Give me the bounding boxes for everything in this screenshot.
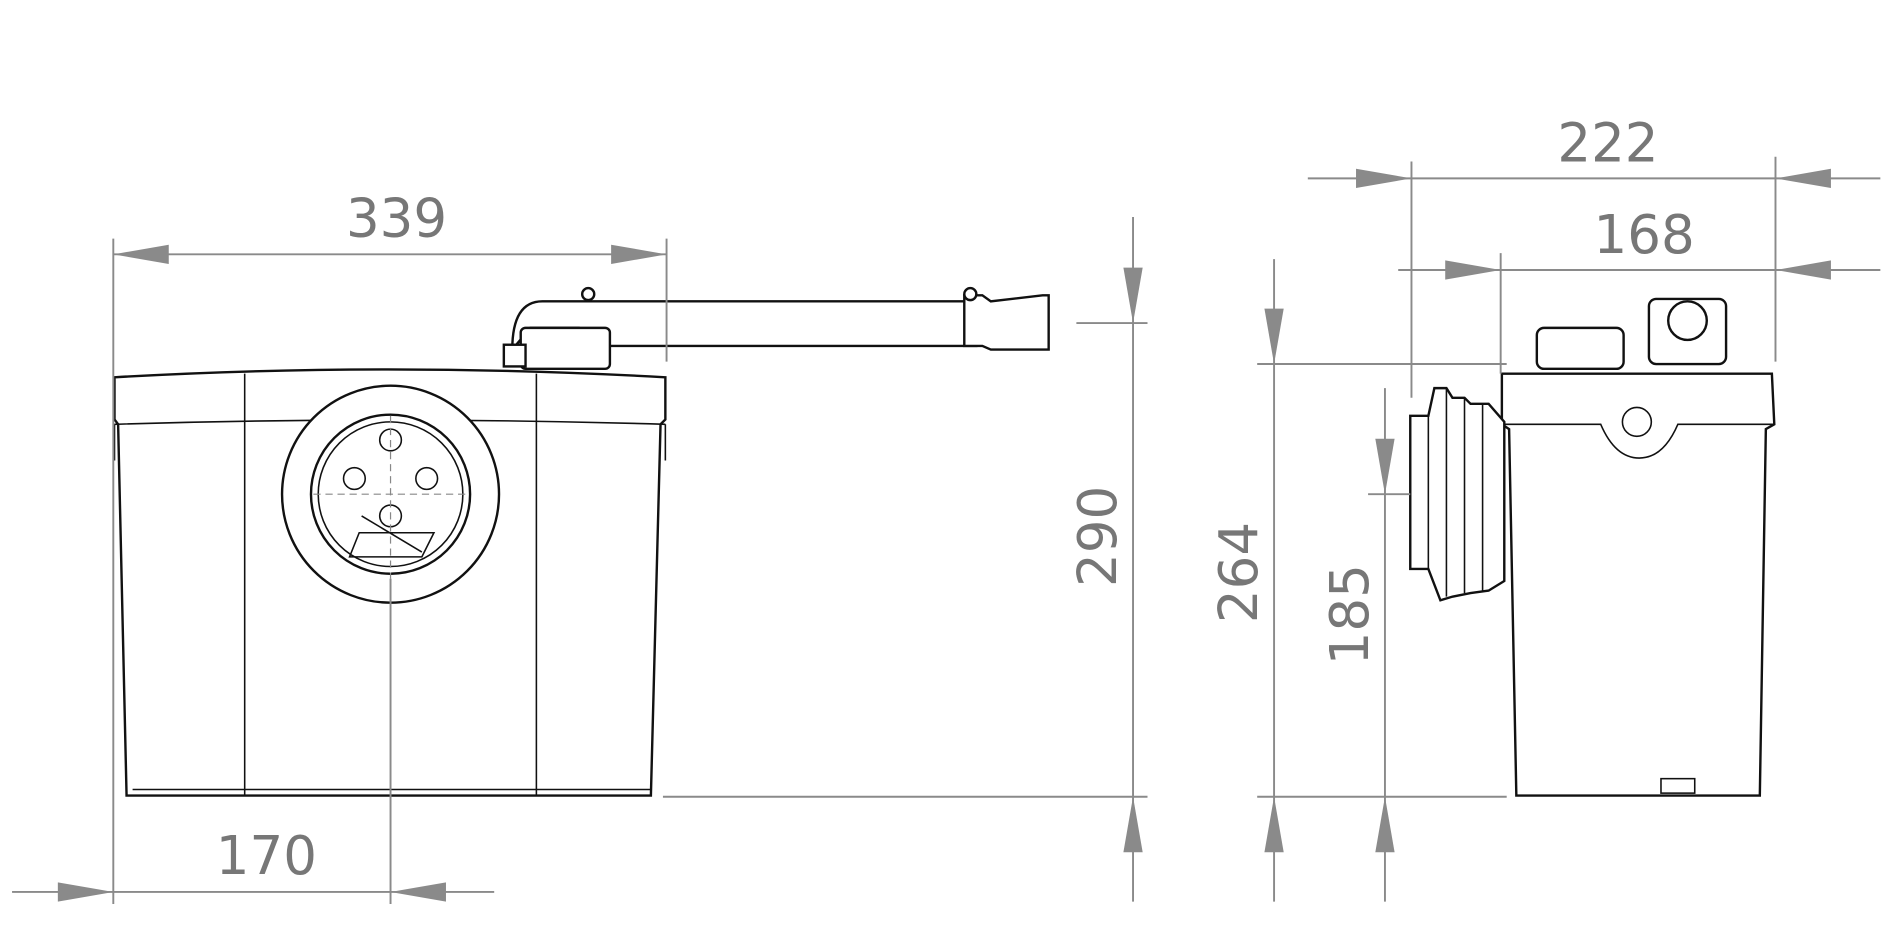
side-view	[1409, 297, 1776, 797]
vent-cap	[519, 326, 612, 371]
dimension-label-width: 339	[346, 187, 447, 249]
pipe-coupling	[963, 294, 1050, 351]
dimension-label-inlet-height: 185	[1319, 564, 1381, 665]
dimension-lines	[12, 156, 1881, 905]
front-view	[113, 286, 1050, 797]
brand-logo-icon	[1621, 406, 1653, 438]
pipe-clip-end	[963, 286, 978, 302]
pipe-clip	[502, 343, 527, 368]
inlet-hole	[415, 466, 439, 491]
dimension-label-body-depth: 168	[1594, 204, 1695, 266]
inlet-hole	[342, 466, 367, 491]
pipe-clip-top	[580, 286, 596, 302]
lid-seam	[1501, 423, 1775, 459]
drain-plug	[1660, 777, 1696, 794]
macerator-mechanism	[348, 515, 436, 558]
dimension-label-axis-offset: 170	[216, 825, 317, 887]
outlet-bore	[1667, 300, 1708, 342]
inlet-bellows	[1409, 386, 1506, 602]
dimension-label-total-height: 290	[1067, 486, 1129, 587]
side-handles	[113, 424, 667, 461]
dimension-label-body-height: 264	[1208, 522, 1270, 623]
dimension-label-total-depth: 222	[1557, 113, 1658, 175]
vent-cap	[1535, 326, 1625, 371]
bellows-folds	[1427, 388, 1484, 597]
